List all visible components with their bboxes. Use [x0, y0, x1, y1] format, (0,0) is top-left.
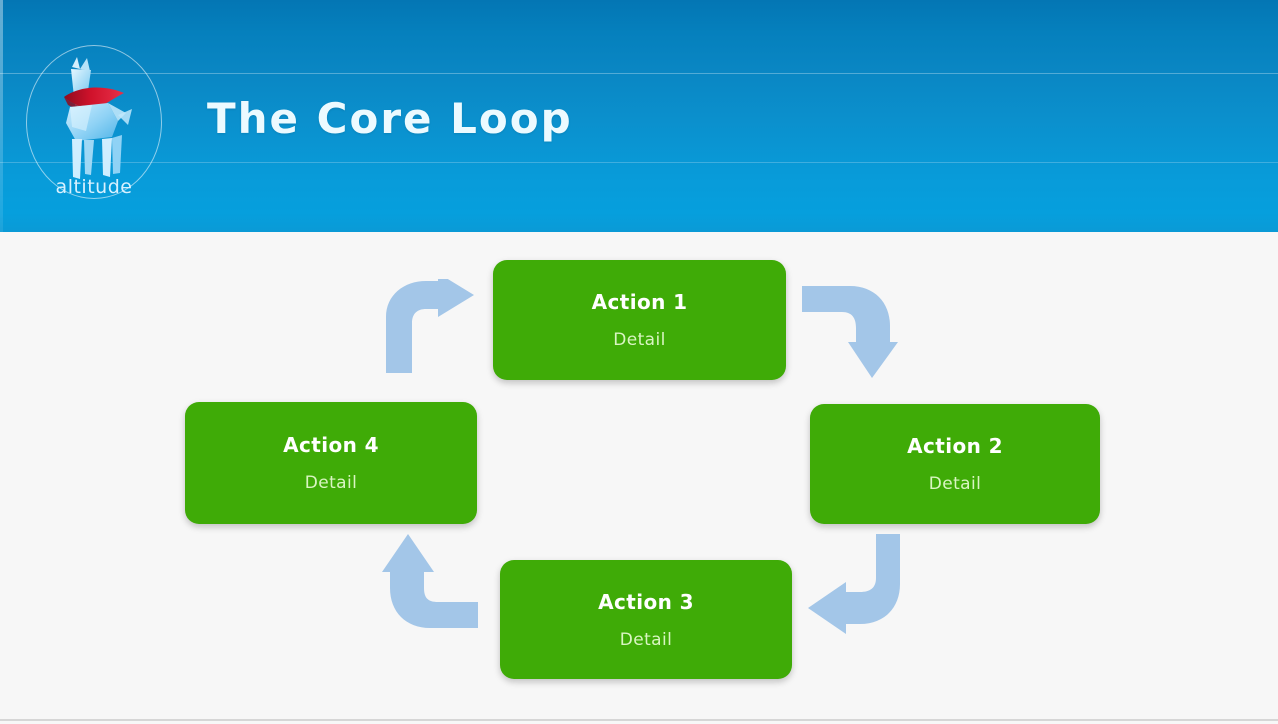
- cycle-node-action-1[interactable]: Action 1 Detail: [493, 260, 786, 380]
- node-title: Action 4: [283, 433, 379, 457]
- node-title: Action 2: [907, 434, 1003, 458]
- slide-header: altitude altitude The Core Loop: [0, 0, 1278, 232]
- header-accent-line-bottom: [0, 162, 1278, 163]
- header-accent-line-top: [0, 73, 1278, 74]
- slide-bottom-rule: [0, 719, 1278, 721]
- node-detail: Detail: [928, 474, 982, 494]
- origami-llama-icon: altitude altitude: [56, 57, 133, 195]
- arrow-action3-to-action4-icon: [382, 534, 478, 628]
- cycle-node-action-2[interactable]: Action 2 Detail: [810, 404, 1100, 524]
- node-title: Action 1: [591, 290, 688, 314]
- slide-body: Action 1 Detail Action 2 Detail Action 3…: [0, 232, 1278, 724]
- logo-ring: [26, 45, 162, 199]
- arrow-action2-to-action3-icon: [808, 534, 900, 634]
- cycle-node-action-4[interactable]: Action 4 Detail: [185, 402, 477, 524]
- node-detail: Detail: [619, 629, 673, 650]
- svg-text:altitude: altitude: [56, 176, 133, 195]
- arrow-action4-to-action1-icon: [386, 279, 474, 373]
- page-title: The Core Loop: [207, 94, 573, 143]
- node-title: Action 3: [598, 589, 694, 614]
- altitude-logo: altitude altitude: [26, 45, 164, 201]
- cycle-node-action-3[interactable]: Action 3 Detail: [500, 560, 792, 679]
- arrow-action1-to-action2-icon: [802, 286, 898, 378]
- node-detail: Detail: [613, 330, 666, 350]
- node-detail: Detail: [304, 473, 358, 493]
